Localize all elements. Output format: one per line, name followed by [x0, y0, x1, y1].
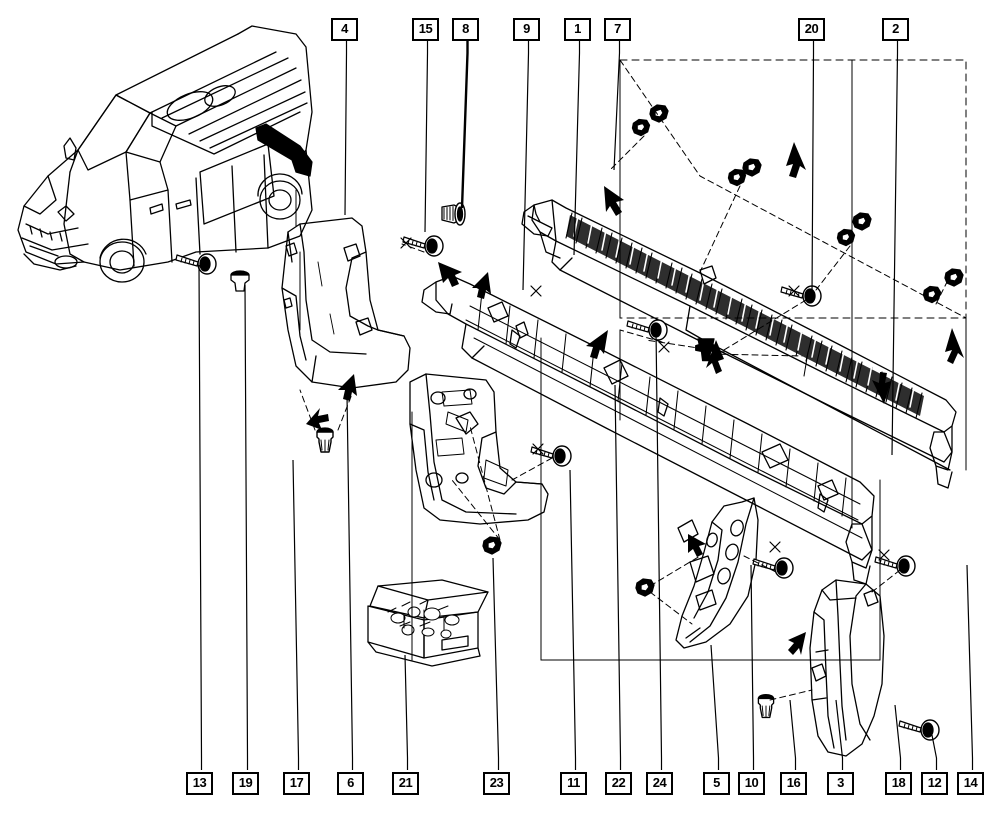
leader-line-8 — [460, 41, 469, 209]
callout-6[interactable]: 6 — [337, 772, 364, 795]
fasteners — [175, 104, 964, 741]
leader-line-13 — [198, 264, 203, 770]
leader-line-17 — [292, 459, 300, 770]
step-support-crossmember — [421, 275, 875, 585]
leader-line-12 — [930, 729, 938, 770]
fastener-repair-kit-box — [367, 579, 489, 667]
callout-17[interactable]: 17 — [283, 772, 310, 795]
callout-14[interactable]: 14 — [957, 772, 984, 795]
leader-line-20 — [811, 41, 815, 296]
leader-line-10 — [750, 564, 755, 770]
leader-line-18 — [894, 704, 902, 770]
callout-20[interactable]: 20 — [798, 18, 825, 41]
leader-line-14 — [966, 564, 974, 770]
callout-11[interactable]: 11 — [560, 772, 587, 795]
callout-22[interactable]: 22 — [605, 772, 632, 795]
leader-line-16 — [789, 699, 797, 770]
callout-8[interactable]: 8 — [452, 18, 479, 41]
leader-line-9 — [522, 41, 530, 291]
callout-15[interactable]: 15 — [412, 18, 439, 41]
callout-21[interactable]: 21 — [392, 772, 419, 795]
leader-line-21 — [404, 654, 409, 770]
rear-side-trim-panel — [809, 579, 885, 757]
leader-line-3 — [835, 699, 844, 770]
callout-24[interactable]: 24 — [646, 772, 673, 795]
callout-2[interactable]: 2 — [882, 18, 909, 41]
callout-13[interactable]: 13 — [186, 772, 213, 795]
assembly-arrows — [306, 142, 964, 655]
step-tread-panel — [521, 199, 957, 489]
rear-step-bracket — [675, 497, 759, 649]
callout-12[interactable]: 12 — [921, 772, 948, 795]
leader-line-6 — [346, 394, 354, 770]
leader-line-7 — [613, 41, 621, 171]
front-side-trim-panel — [281, 217, 411, 389]
leader-line-11 — [569, 469, 577, 770]
leader-line-15 — [424, 41, 429, 233]
leader-line-1 — [573, 41, 581, 256]
leader-line-24 — [655, 329, 663, 770]
callout-9[interactable]: 9 — [513, 18, 540, 41]
callout-1[interactable]: 1 — [564, 18, 591, 41]
front-step-bracket — [409, 373, 549, 525]
callout-7[interactable]: 7 — [604, 18, 631, 41]
callout-4[interactable]: 4 — [331, 18, 358, 41]
leader-line-5 — [710, 644, 720, 770]
leader-line-4 — [344, 41, 348, 216]
callout-10[interactable]: 10 — [738, 772, 765, 795]
construction-lines — [295, 59, 967, 661]
leader-line-2 — [891, 41, 899, 456]
callout-5[interactable]: 5 — [703, 772, 730, 795]
callout-3[interactable]: 3 — [827, 772, 854, 795]
leader-line-22 — [614, 384, 622, 770]
leader-line-19 — [244, 284, 249, 770]
callout-23[interactable]: 23 — [483, 772, 510, 795]
leader-line-23 — [492, 557, 500, 770]
vehicle-illustration — [17, 25, 313, 283]
callout-18[interactable]: 18 — [885, 772, 912, 795]
callout-19[interactable]: 19 — [232, 772, 259, 795]
callout-16[interactable]: 16 — [780, 772, 807, 795]
